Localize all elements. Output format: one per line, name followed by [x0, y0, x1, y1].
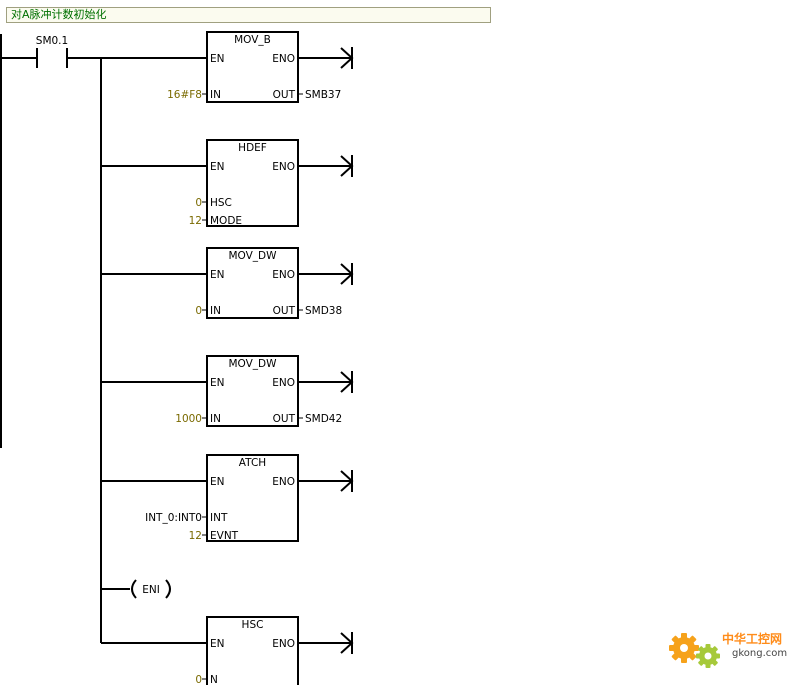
- eno-pin-label: ENO: [272, 638, 295, 650]
- input-value: 1000: [175, 413, 202, 425]
- block-title: HDEF: [238, 142, 267, 154]
- watermark-en: gkong.com: [732, 648, 788, 659]
- input-value: 12: [189, 215, 202, 227]
- en-pin-label: EN: [210, 638, 225, 650]
- input-pin-label: N: [210, 674, 218, 685]
- function-block-hsc[interactable]: HSC EN ENO N0: [101, 616, 354, 685]
- power-rails: [0, 34, 208, 643]
- input-value: 0: [195, 674, 202, 685]
- block-title: MOV_DW: [228, 250, 277, 262]
- block-title: MOV_DW: [228, 358, 277, 370]
- coil-eni[interactable]: ENI: [101, 579, 171, 599]
- en-pin-label: EN: [210, 377, 225, 389]
- en-pin-label: EN: [210, 269, 225, 281]
- watermark-cn: 中华工控网: [722, 632, 783, 646]
- block-box: [206, 247, 299, 319]
- input-pin-label: IN: [210, 413, 221, 425]
- eno-pin-label: ENO: [272, 53, 295, 65]
- input-value: 12: [189, 530, 202, 542]
- input-value: 0: [195, 197, 202, 209]
- output-pin-label: OUT: [273, 305, 296, 317]
- block-box: [206, 616, 299, 685]
- block-title: HSC: [242, 619, 264, 631]
- block-box: [206, 355, 299, 427]
- input-pin-label: INT: [210, 512, 228, 524]
- en-pin-label: EN: [210, 53, 225, 65]
- output-value: SMD42: [305, 413, 342, 425]
- en-pin-label: EN: [210, 476, 225, 488]
- coil-label: ENI: [142, 584, 160, 596]
- output-value: SMD38: [305, 305, 342, 317]
- watermark: 中华工控网 gkong.com: [664, 620, 800, 672]
- output-pin-label: OUT: [273, 413, 296, 425]
- input-pin-label: IN: [210, 305, 221, 317]
- gear-icon: [669, 633, 720, 668]
- coil-left-arc: [131, 579, 137, 599]
- block-title: MOV_B: [234, 34, 271, 46]
- contact-sm0-1[interactable]: SM0.1: [36, 35, 68, 68]
- input-pin-label: IN: [210, 89, 221, 101]
- function-block-mov-b[interactable]: MOV_B EN ENO IN 16#F8 OUT SMB37: [167, 31, 354, 103]
- coil-right-arc: [165, 579, 171, 599]
- eno-pin-label: ENO: [272, 476, 295, 488]
- block-box: [206, 139, 299, 227]
- block-box: [206, 454, 299, 542]
- network-comment[interactable]: 对A脉冲计数初始化: [6, 7, 491, 23]
- input-pin-label: HSC: [210, 197, 232, 209]
- block-title: ATCH: [239, 457, 266, 469]
- en-pin-label: EN: [210, 161, 225, 173]
- eno-pin-label: ENO: [272, 269, 295, 281]
- eno-pin-label: ENO: [272, 377, 295, 389]
- input-value: 16#F8: [167, 89, 202, 101]
- input-value: INT_0:INT0: [145, 512, 202, 524]
- contact-label: SM0.1: [36, 35, 68, 47]
- eno-pin-label: ENO: [272, 161, 295, 173]
- input-pin-label: EVNT: [210, 530, 239, 542]
- output-value: SMB37: [305, 89, 341, 101]
- input-pin-label: MODE: [210, 215, 242, 227]
- input-value: 0: [195, 305, 202, 317]
- output-pin-label: OUT: [273, 89, 296, 101]
- block-box: [206, 31, 299, 103]
